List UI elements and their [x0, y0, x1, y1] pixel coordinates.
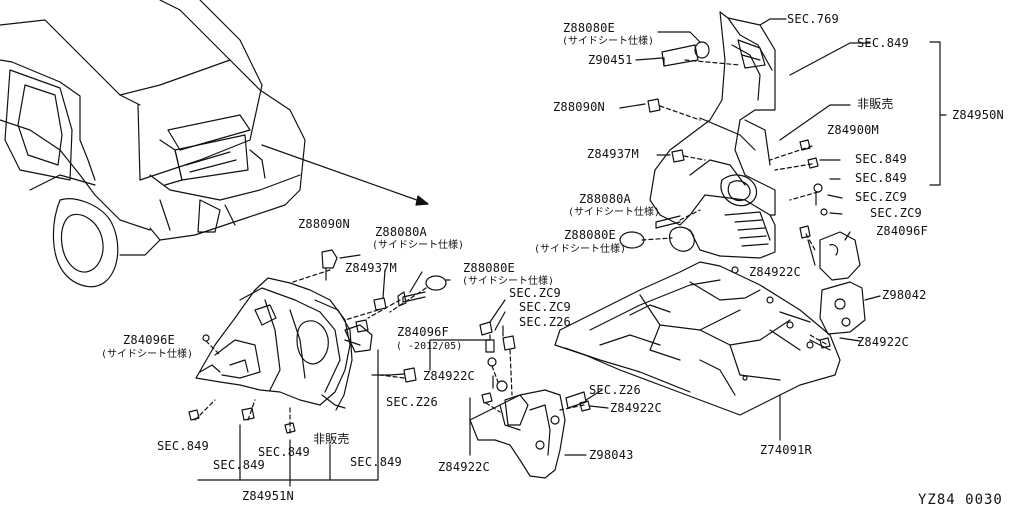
cap-z88080e: [425, 275, 447, 291]
label-z88080e-c: Z88080E: [463, 261, 515, 275]
label-sec849-e: SEC.849: [258, 445, 310, 459]
label-seczc9-a: SEC.ZC9: [855, 190, 907, 204]
note-z88080a-b: (サイドシート仕様): [372, 240, 465, 251]
label-z90451: Z90451: [588, 53, 633, 67]
bracket-z98042: [819, 281, 866, 335]
floor-panel-z74091r: [554, 261, 841, 416]
label-seczc9-c: SEC.ZC9: [509, 286, 561, 300]
clip-sec849-b: [241, 407, 255, 421]
label-sec769: SEC.769: [787, 12, 839, 26]
label-z88090n-b: Z88090N: [298, 217, 350, 231]
label-hihanbai-b: 非販売: [313, 432, 350, 446]
label-z84922c-c: Z84922C: [423, 369, 475, 383]
note-z88080a-a: (サイドシート仕様): [568, 207, 661, 218]
label-hihanbai-a: 非販売: [857, 97, 894, 111]
page-code: YZ84 0030: [918, 492, 1003, 508]
label-sec849-a: SEC.849: [857, 36, 909, 50]
label-secz26-c: SEC.Z26: [386, 395, 438, 409]
leader-arrow: [261, 144, 429, 205]
note-z88080e-b: (サイドシート仕様): [534, 244, 627, 255]
note-z84096f-b: ( -2012/05): [396, 341, 463, 352]
note-z88080e-c: (サイドシート仕様): [462, 276, 555, 287]
label-z98043: Z98043: [589, 448, 634, 462]
label-z84096f-b: Z84096F: [397, 325, 449, 339]
bolt-seczc9-a: [813, 183, 823, 193]
label-z88080e-b: Z88080E: [564, 228, 616, 242]
label-sec849-c: SEC.849: [855, 171, 907, 185]
clip-seczc9-b: [479, 321, 493, 336]
label-z88080a-b: Z88080A: [375, 225, 427, 239]
label-secz26-b: SEC.Z26: [589, 383, 641, 397]
label-z98042: Z98042: [882, 288, 927, 302]
label-z84937m-b: Z84937M: [345, 261, 397, 275]
label-z84900m: Z84900M: [827, 123, 879, 137]
clip-secz26: [403, 367, 417, 383]
bracket-z98043: [469, 389, 566, 479]
label-z84922c-e: Z84922C: [438, 460, 490, 474]
switch-z90451: [661, 44, 699, 67]
note-z88080e-a: (サイドシート仕様): [562, 36, 655, 47]
clip-z84937m-top: [671, 149, 685, 163]
clip-z84096e: [202, 334, 210, 342]
label-sec849-d: SEC.849: [157, 439, 209, 453]
clip-z88090n-top: [647, 98, 661, 113]
label-z84950n: Z84950N: [952, 108, 1004, 122]
bracket-z84096f: [819, 231, 861, 281]
vehicle-rear-illustration: [0, 0, 306, 288]
clip-sec849-a: [188, 409, 200, 421]
label-sec849-b: SEC.849: [855, 152, 907, 166]
label-secz26-a: SEC.Z26: [519, 315, 571, 329]
label-z84951n: Z84951N: [242, 489, 294, 503]
left-side-trim-panel: [195, 277, 373, 411]
label-sec849-g: SEC.849: [350, 455, 402, 469]
bolt-z88080a-top: [655, 215, 681, 229]
right-side-trim-panel: [649, 11, 776, 259]
cap-z88080e-top: [694, 41, 710, 59]
cover-z88080e: [668, 226, 695, 252]
label-seczc9-b: SEC.ZC9: [870, 206, 922, 220]
label-z84922c-d: Z84922C: [610, 401, 662, 415]
label-z84922c-b: Z84922C: [857, 335, 909, 349]
clip-z84922c-r: [799, 225, 811, 239]
label-z84922c-a: Z84922C: [749, 265, 801, 279]
label-z84096f-a: Z84096F: [876, 224, 928, 238]
label-z88080e-a: Z88080E: [563, 21, 615, 35]
label-z84937m-a: Z84937M: [587, 147, 639, 161]
clip-z88090n: [321, 249, 338, 269]
clip-z84900m: [799, 139, 811, 151]
label-seczc9-d: SEC.ZC9: [519, 300, 571, 314]
label-z88080a-a: Z88080A: [579, 192, 631, 206]
label-z84096e: Z84096E: [123, 333, 175, 347]
note-z84096e: (サイドシート仕様): [101, 349, 194, 360]
label-sec849-f: SEC.849: [213, 458, 265, 472]
label-z88090n-a: Z88090N: [553, 100, 605, 114]
label-z74091r: Z74091R: [760, 443, 812, 457]
